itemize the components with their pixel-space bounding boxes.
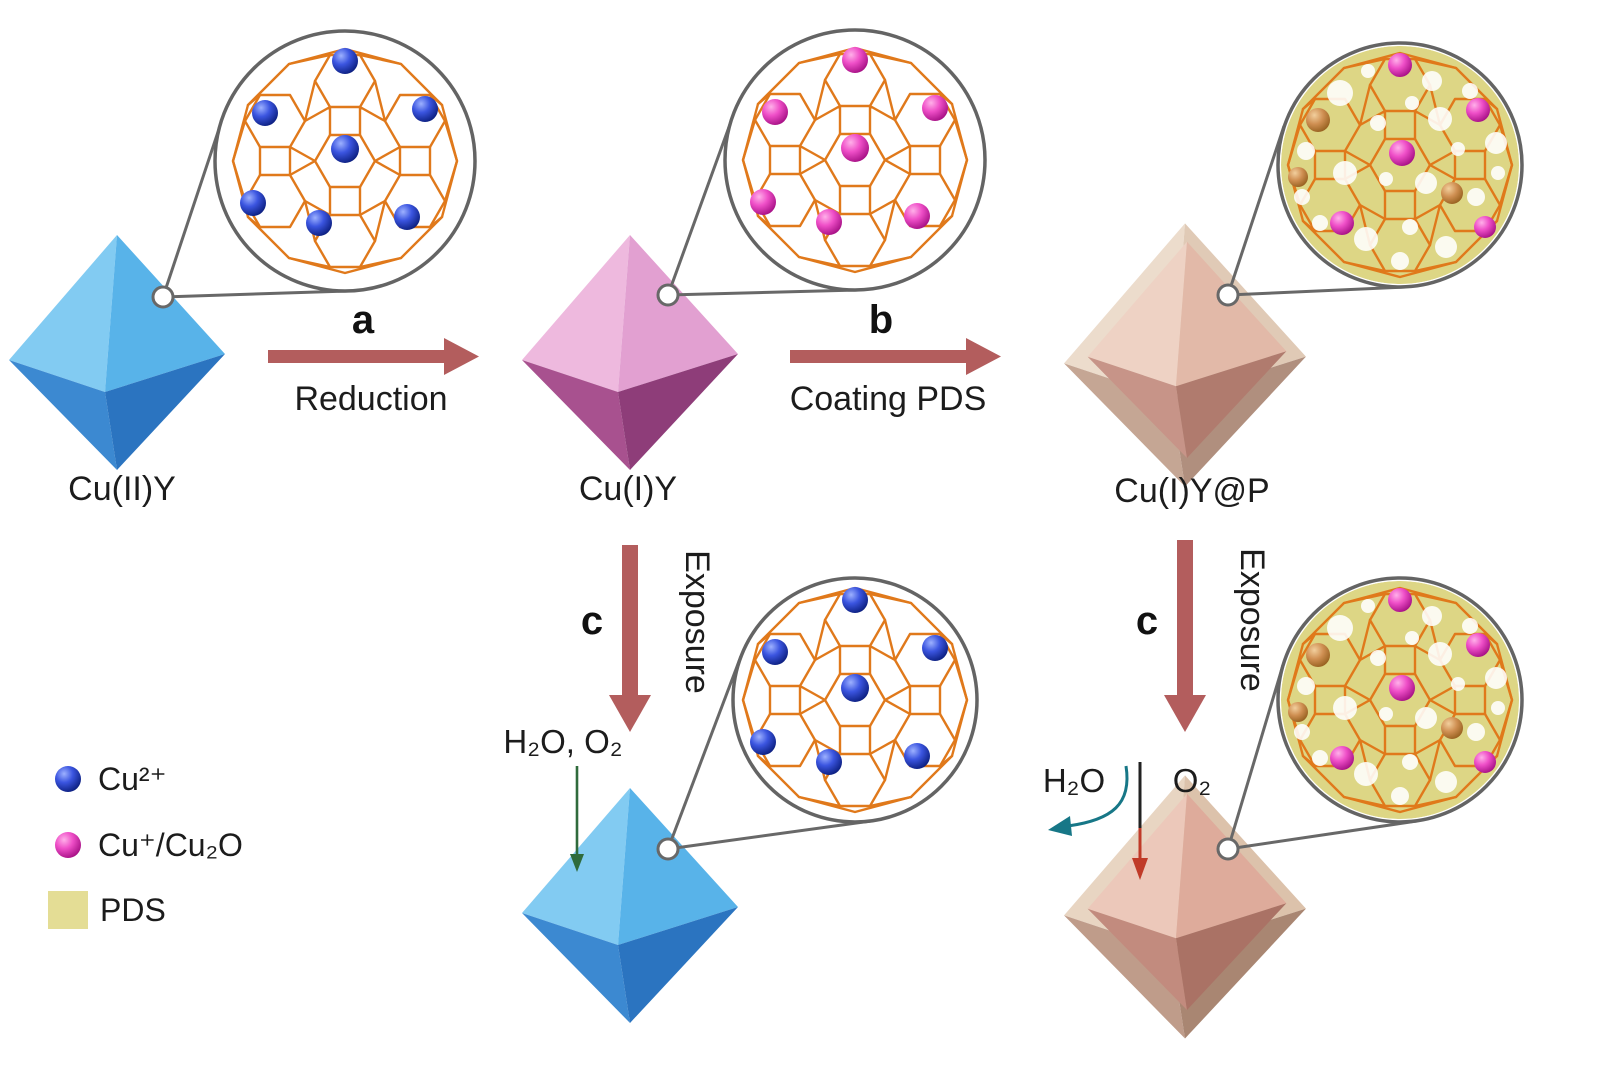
octahedron-cu2y-regenerated	[522, 788, 738, 1023]
inset-cu1y-cage	[723, 28, 987, 292]
zoom-connector-cu1y	[656, 115, 859, 307]
step-c2-letter: c	[1136, 599, 1158, 643]
legend-pds-square-icon	[48, 891, 88, 929]
annotation-h2o: H₂O	[1043, 762, 1105, 799]
arrow-c-right	[1164, 540, 1206, 732]
zoom-connector-cu2y-regenerated	[656, 655, 872, 861]
step-c1-label: Exposure	[678, 550, 716, 694]
legend-cu1-label: Cu⁺/Cu₂O	[98, 827, 243, 863]
legend-cu2-label: Cu²⁺	[98, 761, 166, 797]
annotation-o2: O₂	[1173, 762, 1211, 799]
inset-cu1yp-exposed-cage	[1276, 576, 1524, 824]
zoom-connector-cu1yp	[1216, 125, 1407, 307]
step-a-letter: a	[352, 298, 375, 342]
label-cu1y: Cu(I)Y	[579, 470, 677, 508]
arrow-h2o-out	[1048, 765, 1129, 836]
step-b-label: Coating PDS	[790, 380, 987, 418]
label-cu1yp: Cu(I)Y@P	[1114, 472, 1269, 510]
legend-cu1-sphere-icon	[55, 832, 81, 858]
octahedron-cu1y	[522, 235, 738, 470]
step-c1-letter: c	[581, 599, 603, 643]
step-c2-label: Exposure	[1233, 548, 1271, 692]
arrow-c-middle	[609, 545, 651, 732]
inset-cu1yp-cage	[1276, 41, 1524, 289]
zoom-connector-cu2y	[151, 122, 349, 309]
arrow-o2-in	[1132, 762, 1148, 880]
inset-cu2y-regenerated-cage	[731, 576, 979, 824]
arrow-b	[790, 338, 1001, 375]
legend-pds-label: PDS	[100, 892, 166, 928]
octahedron-cu2y	[9, 235, 225, 470]
arrow-a	[268, 338, 479, 375]
legend-cu2-sphere-icon	[55, 766, 81, 792]
inset-cu2y-cage	[213, 29, 477, 293]
step-b-letter: b	[869, 298, 893, 342]
octahedron-cu1yp	[1064, 223, 1306, 487]
arrow-h2o-o2-in	[570, 766, 584, 872]
legend: Cu²⁺ Cu⁺/Cu₂O PDS	[48, 761, 243, 929]
annotation-h2o-o2: H₂O, O₂	[503, 723, 622, 760]
octahedron-cu1yp-exposed	[1064, 775, 1306, 1039]
label-cu2y: Cu(II)Y	[68, 470, 176, 508]
step-a-label: Reduction	[294, 380, 447, 418]
zoom-connector-cu1yp-exposed	[1216, 664, 1418, 861]
